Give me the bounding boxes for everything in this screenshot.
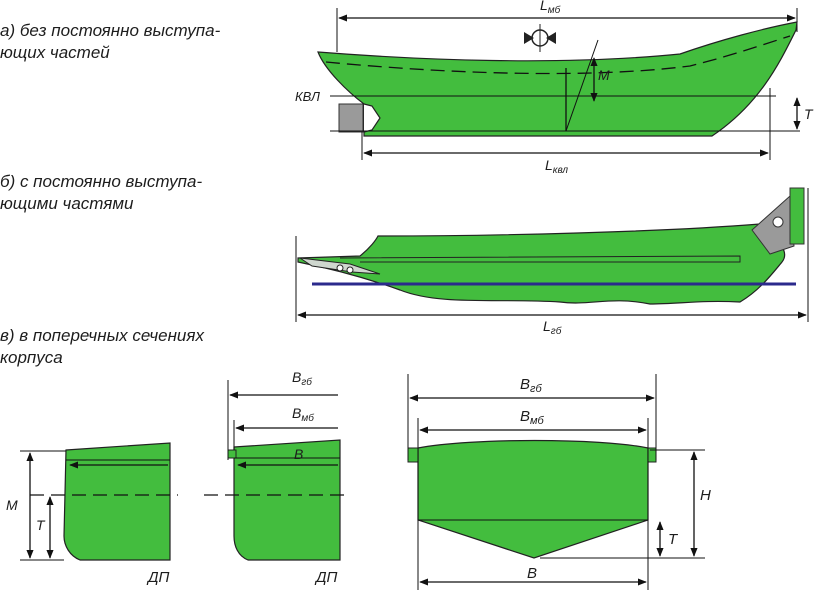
boat-a: Lмб КВЛ M T Lквл [295,0,814,176]
length-overall-label: Lмб [540,0,561,16]
centerplane-label-left: ДП [146,569,170,586]
half-section-middle [233,439,341,561]
beam-hull-right-label: Bмб [520,408,545,427]
waterline-length-label: Lквл [545,157,568,176]
caption-b-line1: б) с постоянно выступа- [0,172,203,191]
caption-c: в) в поперечных сечениях корпуса [0,325,204,369]
rub-rail [339,255,741,263]
beam-hull-label: Bмб [292,405,314,424]
fitting-hole [336,264,344,272]
boat-b: Lгб [295,187,809,337]
caption-a: а) без постоянно выступа- ющих частей [0,20,220,64]
fitting-hole [346,266,354,274]
section-right: Bгб Bмб Н Т B [407,374,711,590]
length-overall-b-label: Lгб [543,318,562,337]
hull-side-a [317,21,798,137]
centerplane-label-mid: ДП [314,569,338,586]
caption-a-line2: ющих частей [0,43,110,62]
section-middle: Bгб Bмб B ДП [204,369,348,586]
draft-label: T [804,106,814,122]
beam-overall-label: Bгб [292,369,312,388]
beam-overall-right-label: Bгб [520,376,542,395]
beam-label-mid: B [294,446,303,462]
half-section-left [63,442,171,561]
height-label: Н [700,487,711,504]
depth-diagonal [565,39,599,132]
fender [227,449,237,459]
waterline-label: КВЛ [295,89,320,104]
section-left: М T ДП [6,442,178,586]
outboard-bracket [751,194,795,255]
caption-b: б) с постоянно выступа- ющими частями [0,171,202,215]
depth-label-section: М [6,497,18,513]
hull-side-b [297,223,786,305]
outboard-engine [338,103,364,133]
caption-b-line2: ющими частями [0,194,134,213]
deck-symbol-icon [524,24,556,52]
depth-label: M [598,67,610,83]
transom-b [789,187,805,245]
caption-c-line1: в) в поперечных сечениях [0,326,204,345]
draft-right-label: Т [668,531,679,548]
caption-a-line1: а) без постоянно выступа- [0,21,221,40]
fender-left [407,447,419,463]
full-section [417,439,649,559]
caption-c-line2: корпуса [0,348,63,367]
draft-label-section: T [36,517,46,533]
deck-line [325,35,791,75]
beam-right-label: B [527,565,537,582]
bracket-bolt [772,216,784,228]
